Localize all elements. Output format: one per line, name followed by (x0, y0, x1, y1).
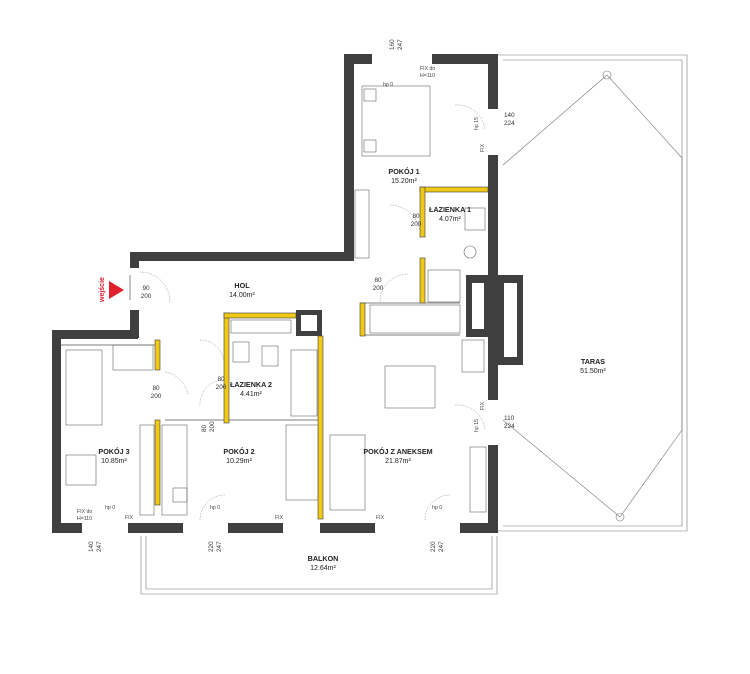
note-fix-right2: FIX (480, 401, 486, 410)
room-name-hol: HOL (234, 281, 250, 290)
door-dimensions: 90 200 80 200 80 200 80 200 80 200 80 20… (141, 213, 422, 432)
note-hp15-right1: hp 15 (474, 117, 480, 130)
note-hp0-top: hp 0 (383, 82, 393, 88)
door-hol-width: 80 (374, 277, 382, 284)
room-name-balkon: BALKON (308, 554, 339, 563)
room-area-taras: 51.50m² (580, 368, 606, 375)
window-bottom1-width: 140 (88, 541, 95, 552)
note-h110-top: H=110 (420, 73, 435, 79)
balcony-outline (140, 536, 498, 595)
window-bottom3-width: 220 (430, 541, 437, 552)
door-pok3-width: 80 (152, 385, 160, 392)
room-area-pokoj-aneks: 21.87m² (385, 458, 411, 465)
window-bottom1-height: 247 (96, 541, 103, 552)
door-laz2-width: 80 (217, 376, 225, 383)
window-bottom2-height: 247 (216, 541, 223, 552)
window-right1-height: 224 (504, 120, 515, 127)
room-area-balkon: 12.64m² (310, 565, 336, 572)
note-hp0-aneks: hp 0 (432, 505, 442, 511)
window-dimensions: 160 247 140 224 110 224 140 247 220 247 … (88, 39, 515, 552)
window-bottom2-width: 220 (208, 541, 215, 552)
entrance-marker: wejście (99, 277, 124, 303)
window-top-height: 247 (397, 39, 404, 50)
outer-walls (52, 54, 523, 533)
room-area-lazienka2: 4.41m² (240, 391, 262, 398)
window-right2-width: 110 (504, 415, 515, 422)
note-fix-pok3: FIX (125, 515, 134, 521)
door-pok2-width: 80 (201, 424, 208, 432)
room-name-pokoj3: POKÓJ 3 (98, 447, 129, 456)
room-name-lazienka2: ŁAZIENKA 2 (230, 380, 272, 389)
door-entry-width: 90 (142, 285, 150, 292)
note-fixdo-top: FIX do (420, 66, 435, 72)
window-top-width: 160 (389, 39, 396, 50)
door-laz1-width: 80 (412, 213, 420, 220)
note-fix-pok2: FIX (275, 515, 284, 521)
note-hp0-pok2: hp 0 (210, 505, 220, 511)
entrance-arrow-icon (109, 281, 124, 299)
room-area-lazienka1: 4.07m² (439, 216, 461, 223)
window-bottom3-height: 247 (438, 541, 445, 552)
room-name-pokoj1: POKÓJ 1 (388, 167, 419, 176)
room-area-pokoj3: 10.85m² (101, 458, 127, 465)
note-hp15-right2: hp 15 (474, 419, 480, 432)
note-fixdo-pok3: FIX do (77, 509, 92, 515)
window-right2-height: 224 (504, 423, 515, 430)
terrace-outline (497, 54, 688, 532)
furniture (65, 85, 487, 516)
entrance-label: wejście (99, 277, 106, 303)
room-area-hol: 14.00m² (229, 292, 255, 299)
interior-lines (60, 275, 460, 421)
note-h110-pok3: H=110 (77, 516, 92, 522)
note-fix-right1: FIX (480, 143, 486, 152)
room-area-pokoj2: 10.29m² (226, 458, 252, 465)
door-swings (139, 104, 486, 521)
room-labels: POKÓJ 1 15.20m² ŁAZIENKA 1 4.07m² HOL 14… (98, 167, 606, 572)
note-fix-aneks: FIX (376, 515, 385, 521)
partition-walls (154, 186, 489, 520)
door-laz1-height: 200 (411, 221, 422, 228)
door-pok2-height: 200 (209, 421, 216, 432)
room-area-pokoj1: 15.20m² (391, 178, 417, 185)
room-name-lazienka1: ŁAZIENKA 1 (429, 205, 471, 214)
room-name-taras: TARAS (581, 357, 605, 366)
door-pok3-height: 200 (151, 393, 162, 400)
window-notes: hp 0 FIX do H=110 hp 15 FIX hp 15 FIX hp… (77, 66, 486, 522)
door-laz2-height: 200 (216, 384, 227, 391)
note-hp0-pok3: hp 0 (105, 505, 115, 511)
room-name-pokoj-aneks: POKÓJ Z ANEKSEM (363, 447, 432, 456)
door-entry-height: 200 (141, 293, 152, 300)
window-right1-width: 140 (504, 112, 515, 119)
room-name-pokoj2: POKÓJ 2 (223, 447, 254, 456)
door-hol-height: 200 (373, 285, 384, 292)
